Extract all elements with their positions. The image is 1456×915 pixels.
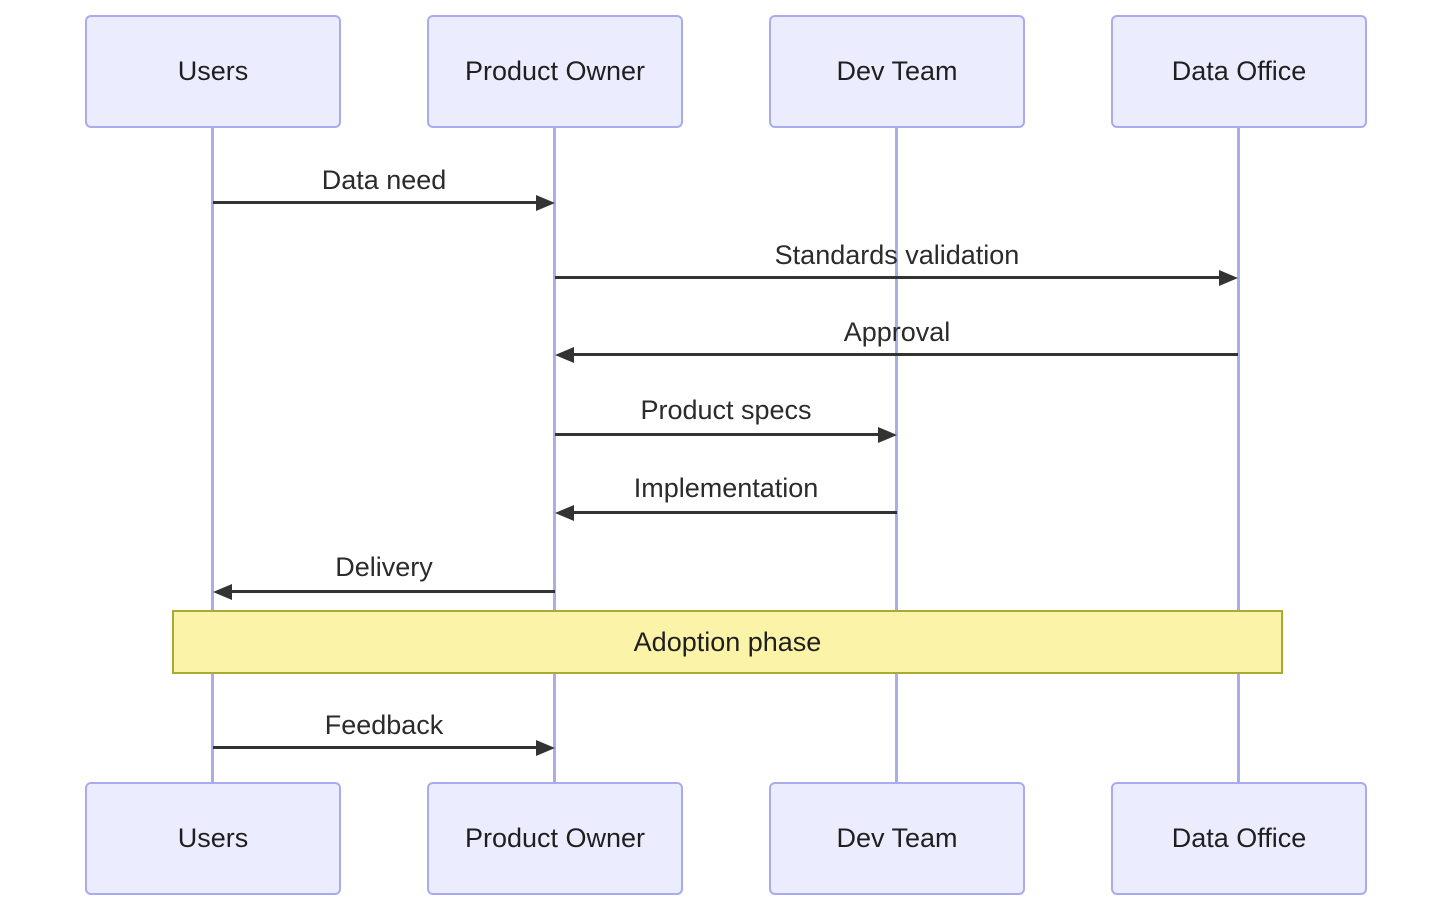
actor-top-product-owner: Product Owner	[427, 15, 683, 128]
message-label-implementation: Implementation	[633, 473, 819, 503]
message-label-delivery: Delivery	[335, 552, 433, 582]
actor-bottom-product-owner: Product Owner	[427, 782, 683, 895]
arrowhead-left-icon	[213, 584, 232, 600]
message-label-feedback: Feedback	[324, 710, 444, 740]
arrowhead-right-icon	[878, 427, 897, 443]
actor-label: Data Office	[1171, 56, 1307, 86]
message-line-feedback	[213, 746, 537, 749]
actor-label: Dev Team	[836, 823, 958, 853]
message-line-implementation	[573, 511, 897, 514]
message-line-data-need	[213, 201, 537, 204]
arrowhead-left-icon	[555, 347, 574, 363]
actor-bottom-data-office: Data Office	[1111, 782, 1367, 895]
message-line-product-specs	[555, 433, 879, 436]
actor-label: Data Office	[1171, 823, 1307, 853]
message-line-approval	[573, 353, 1238, 356]
phase-band-adoption: Adoption phase	[172, 610, 1283, 674]
lifeline-dev-team	[895, 128, 898, 782]
arrowhead-right-icon	[536, 195, 555, 211]
phase-label: Adoption phase	[633, 626, 822, 657]
actor-bottom-dev-team: Dev Team	[769, 782, 1025, 895]
actor-label: Users	[177, 56, 249, 86]
message-label-standards-validation: Standards validation	[774, 240, 1020, 270]
lifeline-product-owner	[553, 128, 556, 782]
message-label-approval: Approval	[843, 317, 951, 347]
message-line-standards-validation	[555, 276, 1220, 279]
arrowhead-right-icon	[536, 740, 555, 756]
message-line-delivery	[231, 590, 555, 593]
actor-bottom-users: Users	[85, 782, 341, 895]
arrowhead-right-icon	[1219, 270, 1238, 286]
actor-top-data-office: Data Office	[1111, 15, 1367, 128]
actor-label: Product Owner	[464, 823, 646, 853]
message-label-product-specs: Product specs	[640, 395, 812, 425]
actor-top-users: Users	[85, 15, 341, 128]
actor-label: Users	[177, 823, 249, 853]
lifeline-data-office	[1237, 128, 1240, 782]
lifeline-users	[211, 128, 214, 782]
actor-label: Dev Team	[836, 56, 958, 86]
message-label-data-need: Data need	[321, 165, 447, 195]
arrowhead-left-icon	[555, 505, 574, 521]
actor-top-dev-team: Dev Team	[769, 15, 1025, 128]
actor-label: Product Owner	[464, 56, 646, 86]
